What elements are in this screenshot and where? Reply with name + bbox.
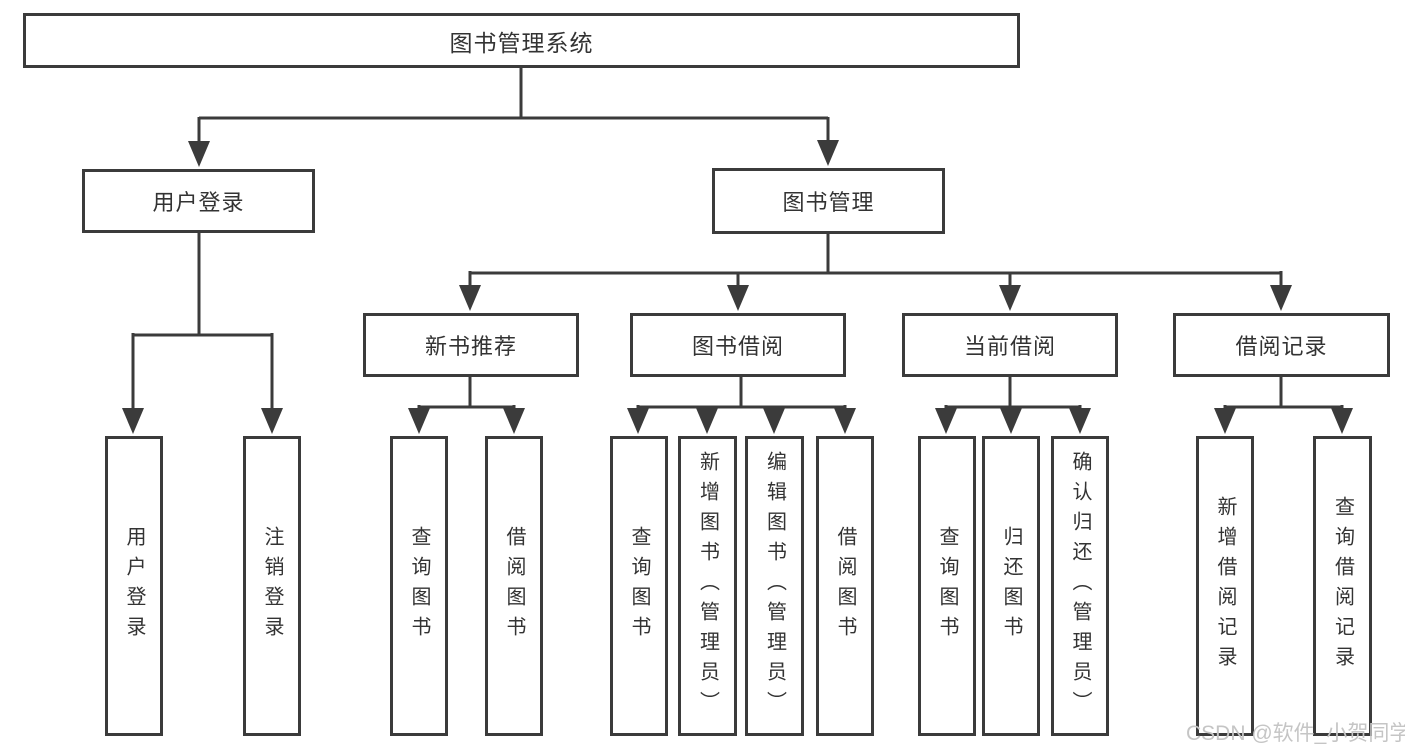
leaf-edit-book-admin: 编辑图书（管理员）	[745, 436, 804, 736]
leaf-logout: 注销登录	[243, 436, 301, 736]
node-user-login: 用户登录	[82, 169, 315, 233]
leaf-label: 归还图书	[1000, 526, 1022, 646]
leaf-query-book-borrow: 查询图书	[610, 436, 668, 736]
leaf-query-book-recommend: 查询图书	[390, 436, 448, 736]
leaf-add-book-admin: 新增图书（管理员）	[678, 436, 737, 736]
leaf-label: 查询图书	[936, 526, 958, 646]
leaf-label: 注销登录	[261, 526, 283, 646]
leaf-borrow-book-recommend: 借阅图书	[485, 436, 543, 736]
leaf-borrow-book: 借阅图书	[816, 436, 874, 736]
leaf-label: 查询借阅记录	[1331, 496, 1354, 676]
node-root: 图书管理系统	[23, 13, 1020, 68]
leaf-label: 确认归还（管理员）	[1069, 451, 1091, 721]
leaf-query-book-current: 查询图书	[918, 436, 976, 736]
leaf-label: 新增图书（管理员）	[696, 451, 719, 721]
leaf-user-login: 用户登录	[105, 436, 163, 736]
leaf-label: 借阅图书	[503, 526, 525, 646]
leaf-label: 新增借阅记录	[1214, 496, 1236, 676]
node-book-borrow: 图书借阅	[630, 313, 846, 377]
leaf-label: 编辑图书（管理员）	[763, 451, 786, 721]
node-current-borrow: 当前借阅	[902, 313, 1118, 377]
leaf-add-borrow-record: 新增借阅记录	[1196, 436, 1254, 736]
node-new-book-recommend: 新书推荐	[363, 313, 579, 377]
leaf-return-book: 归还图书	[982, 436, 1040, 736]
leaf-query-borrow-record: 查询借阅记录	[1313, 436, 1372, 736]
leaf-label: 查询图书	[408, 526, 430, 646]
node-book-mgmt: 图书管理	[712, 168, 945, 234]
leaf-label: 查询图书	[628, 526, 650, 646]
leaf-label: 用户登录	[123, 526, 145, 646]
leaf-confirm-return-admin: 确认归还（管理员）	[1051, 436, 1109, 736]
watermark-text: CSDN @软件_小贺同学	[1186, 722, 1405, 745]
leaf-label: 借阅图书	[834, 526, 856, 646]
node-borrow-record: 借阅记录	[1173, 313, 1390, 377]
arrowheads	[122, 140, 1353, 434]
